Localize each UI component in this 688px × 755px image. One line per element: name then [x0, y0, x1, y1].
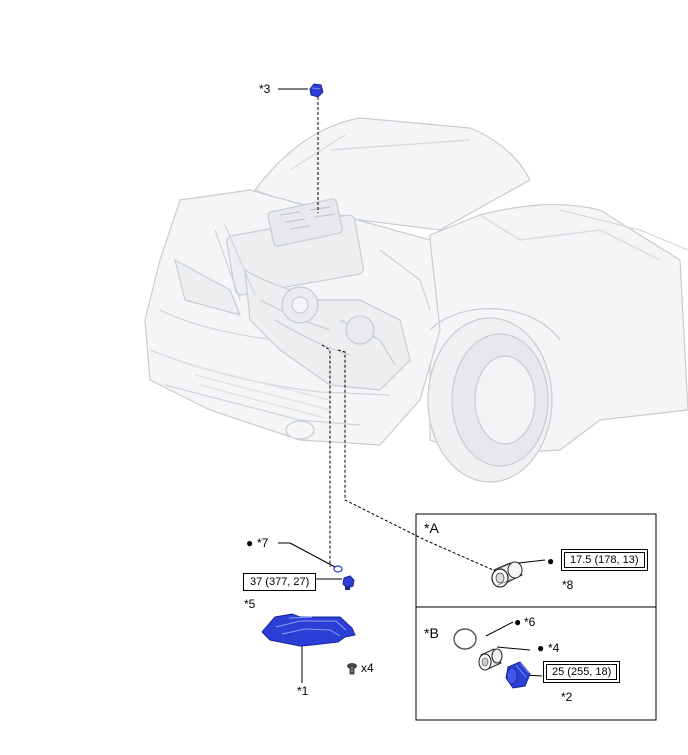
bolt-icon [347, 663, 357, 675]
inset-label-a: *A [424, 520, 439, 536]
callout-6: *6 [524, 615, 536, 629]
torque-spec-8: 17.5 (178, 13) [561, 549, 648, 571]
inset-label-b: *B [424, 625, 439, 641]
part-5-drain-plug [342, 575, 355, 590]
bullet-8: ● [547, 554, 555, 568]
part-7-gasket [333, 565, 343, 573]
torque-spec-5: 37 (377, 27) [243, 573, 317, 591]
inset-frame [415, 513, 657, 721]
part-8-filter-element [491, 561, 523, 588]
bullet-7: ● [246, 536, 254, 550]
callout-2: *2 [561, 690, 573, 704]
vehicle-illustration [144, 117, 688, 483]
callout-4: *4 [548, 641, 560, 655]
part-1-engine-under-cover [261, 613, 356, 647]
torque-spec-8-text: 17.5 (178, 13) [564, 552, 645, 568]
bullet-6: ● [514, 615, 522, 629]
part-6-o-ring [453, 628, 477, 650]
callout-8: *8 [562, 578, 574, 592]
torque-spec-2-text: 25 (255, 18) [546, 664, 618, 680]
callout-7: *7 [257, 536, 269, 550]
part-4-filter-element [478, 648, 503, 671]
callout-1: *1 [297, 684, 309, 698]
quantity-label: x4 [361, 661, 374, 675]
callout-3: *3 [259, 82, 271, 96]
callout-5: *5 [244, 597, 256, 611]
part-3-cap [309, 83, 324, 98]
part-2-filter-cap [505, 661, 531, 689]
torque-spec-2: 25 (255, 18) [543, 661, 621, 683]
bullet-4: ● [537, 641, 545, 655]
